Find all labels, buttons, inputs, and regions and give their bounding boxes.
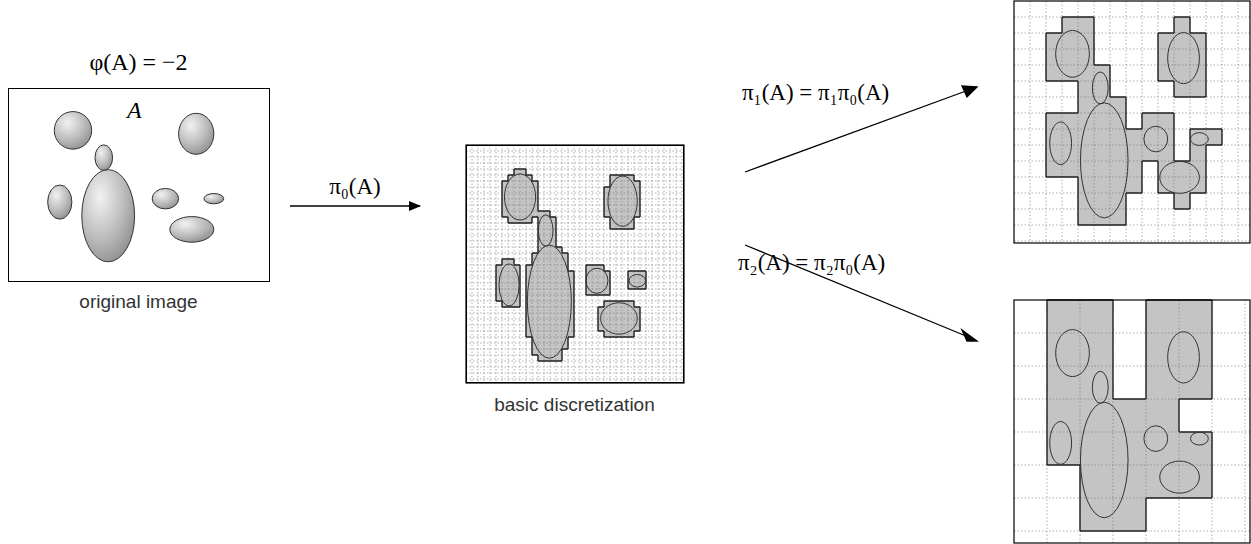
grid bbox=[1014, 300, 1250, 543]
projection-label: π₂(A) = π₂π₀(A) bbox=[738, 250, 885, 276]
blob-outline bbox=[1092, 72, 1108, 104]
blob-outline bbox=[1190, 133, 1208, 146]
image-frame bbox=[1014, 300, 1250, 543]
image-frame: basic discretization bbox=[466, 145, 684, 383]
blob bbox=[170, 217, 214, 243]
image-frame bbox=[466, 145, 684, 383]
caption: basic discretization bbox=[494, 394, 655, 416]
blob bbox=[54, 112, 91, 150]
blob bbox=[152, 188, 178, 208]
blob-outline bbox=[1168, 33, 1200, 84]
blob-outline bbox=[504, 174, 535, 220]
blob-outline bbox=[1144, 126, 1168, 152]
blob-outline bbox=[1050, 122, 1072, 165]
region-outline bbox=[1046, 17, 1222, 225]
caption: original image bbox=[79, 291, 197, 313]
measure-label: φ(A) = −2 bbox=[89, 49, 187, 76]
blob-outline bbox=[1056, 330, 1090, 377]
region-outline bbox=[1047, 300, 1212, 531]
image-frame: φ(A) = −2Aoriginal image bbox=[8, 88, 270, 282]
arrow-connector bbox=[290, 205, 420, 206]
blob bbox=[204, 194, 224, 204]
blob-outline bbox=[1160, 161, 1200, 193]
blob-outline bbox=[538, 215, 553, 246]
blob-outline bbox=[499, 264, 519, 306]
grid bbox=[466, 145, 684, 383]
blob-outline bbox=[586, 268, 608, 293]
set-label: A bbox=[127, 97, 142, 124]
blob-outline bbox=[1056, 30, 1090, 77]
grid bbox=[1014, 1, 1250, 243]
image-frame bbox=[1014, 1, 1250, 243]
blob-outline bbox=[527, 245, 571, 358]
projection-arrow bbox=[745, 86, 977, 341]
pixel-region bbox=[1046, 17, 1222, 225]
blob-outline bbox=[629, 274, 645, 287]
pixel-region bbox=[1047, 300, 1212, 531]
blob-outline bbox=[1050, 422, 1072, 465]
blob bbox=[82, 170, 135, 262]
blob bbox=[95, 145, 113, 171]
blob-outline bbox=[1168, 332, 1200, 383]
blob bbox=[179, 113, 214, 154]
blob-outline bbox=[1080, 103, 1128, 218]
blob bbox=[48, 185, 72, 219]
blob-outline bbox=[1092, 371, 1108, 403]
blob-outline bbox=[1190, 432, 1208, 445]
blob-outline bbox=[608, 176, 637, 226]
edge-label: π₀(A) bbox=[329, 174, 381, 200]
blob-outline bbox=[601, 303, 638, 334]
projection-label: π₁(A) = π₁π₀(A) bbox=[742, 80, 889, 106]
blob-shapes bbox=[48, 112, 224, 262]
blob-outline bbox=[1160, 461, 1200, 493]
blob-outline bbox=[1144, 426, 1168, 452]
blob-outline bbox=[1080, 402, 1128, 517]
region-outline bbox=[496, 169, 646, 361]
